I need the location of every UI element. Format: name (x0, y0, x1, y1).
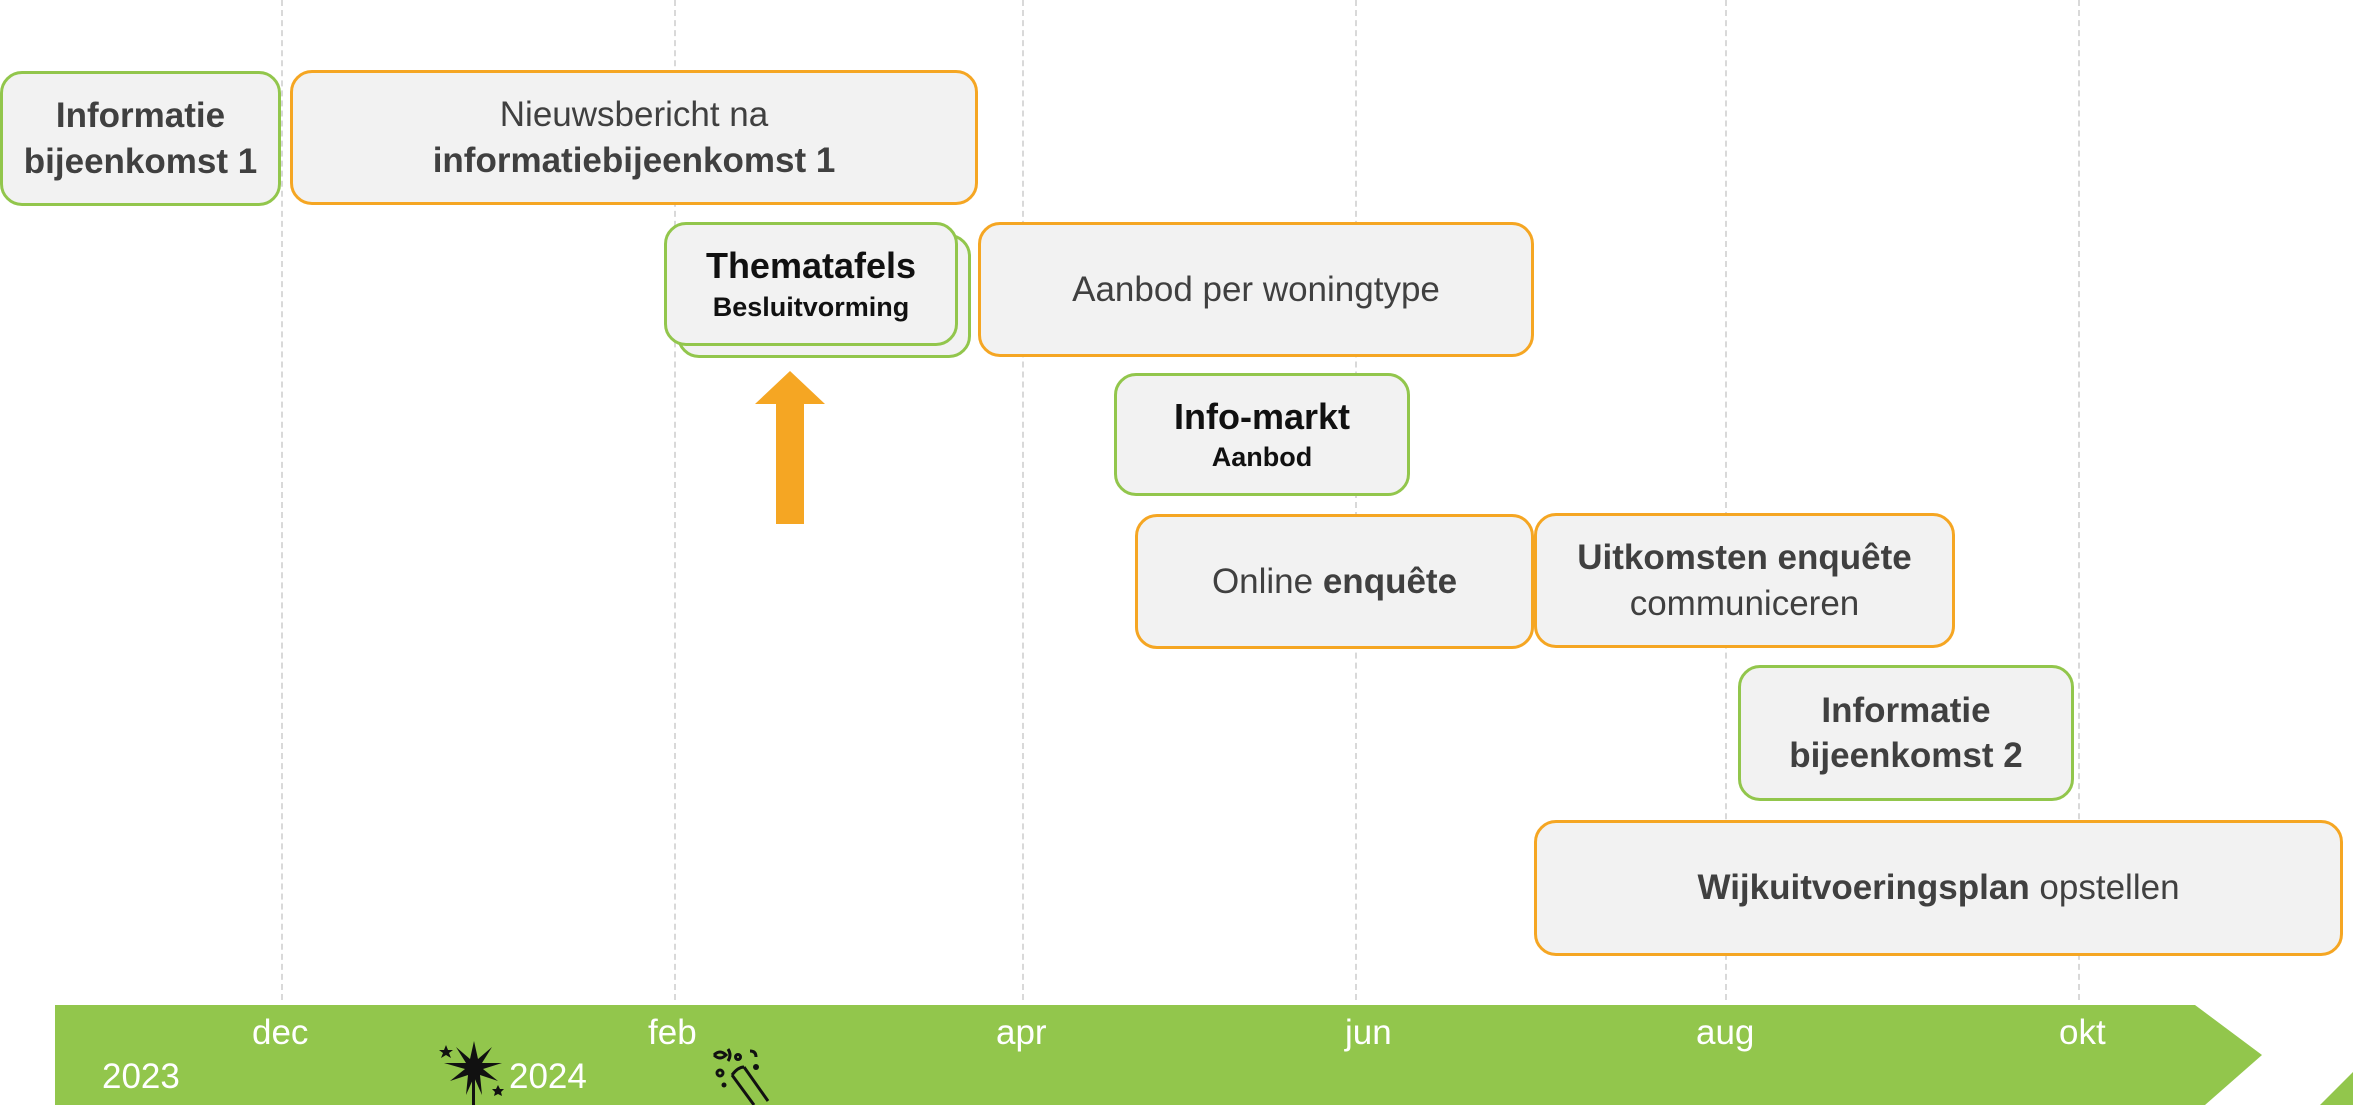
card-enquete-pre: Online (1211, 561, 1323, 601)
card-info2-line2: bijeenkomst 2 (1789, 736, 2023, 775)
card-uitkomsten-enquete: Uitkomsten enquête communiceren (1534, 513, 1955, 648)
up-arrow-icon (755, 371, 825, 524)
month-label-dec: dec (252, 1013, 309, 1052)
gridline-aug (1725, 0, 1727, 1000)
card-news-line2: informatiebijeenkomst 1 (432, 140, 836, 180)
month-label-okt: okt (2059, 1013, 2106, 1052)
card-wijkuitvoeringsplan: Wijkuitvoeringsplan opstellen (1534, 820, 2343, 956)
card-news-line1: Nieuwsbericht na (499, 95, 769, 134)
card-uitkomsten-bold: Uitkomsten enquête (1577, 538, 1912, 577)
month-label-apr: apr (996, 1013, 1047, 1052)
party-popper-icon (712, 1048, 770, 1105)
card-infomarkt-subtitle: Aanbod (1211, 442, 1313, 473)
card-thema-subtitle: Besluitvorming (712, 291, 910, 322)
gridline-apr (1022, 0, 1024, 1000)
gridline-feb (674, 0, 676, 1000)
month-label-jun: jun (1345, 1013, 1392, 1052)
card-aanbod-text: Aanbod per woningtype (1072, 269, 1440, 309)
gridline-jun (1355, 0, 1357, 1000)
card-informatie-bijeenkomst-1: Informatie bijeenkomst 1 (0, 71, 281, 206)
card-aanbod-per-woningtype: Aanbod per woningtype (978, 222, 1534, 357)
card-wijk-rest: opstellen (2029, 868, 2180, 908)
year-label-2024: 2024 (509, 1057, 587, 1096)
gridline-okt (2078, 0, 2080, 1000)
card-info2-line1: Informatie (1821, 690, 1991, 730)
card-uitkomsten-rest: communiceren (1629, 583, 1860, 623)
card-thematafels: Thematafels Besluitvorming (664, 222, 958, 346)
card-nieuwsbericht: Nieuwsbericht na informatiebijeenkomst 1 (290, 70, 978, 205)
card-info-markt: Info-markt Aanbod (1114, 373, 1410, 496)
month-label-feb: feb (648, 1013, 697, 1052)
firework-icon (439, 1041, 504, 1105)
corner-accent (2320, 1072, 2353, 1105)
card-thema-title: Thematafels (705, 245, 917, 287)
card-info1-line2: bijeenkomst 1 (23, 141, 258, 181)
card-enquete-bold: enquête (1322, 561, 1458, 601)
year-label-2023: 2023 (102, 1057, 180, 1096)
month-label-aug: aug (1696, 1013, 1755, 1052)
card-wijk-bold: Wijkuitvoeringsplan (1697, 868, 2030, 908)
card-info1-line1: Informatie (55, 96, 226, 135)
gridline-dec (281, 0, 283, 1000)
card-infomarkt-title: Info-markt (1173, 395, 1350, 437)
card-online-enquete: Online enquête (1135, 514, 1534, 649)
card-informatie-bijeenkomst-2: Informatie bijeenkomst 2 (1738, 665, 2074, 801)
